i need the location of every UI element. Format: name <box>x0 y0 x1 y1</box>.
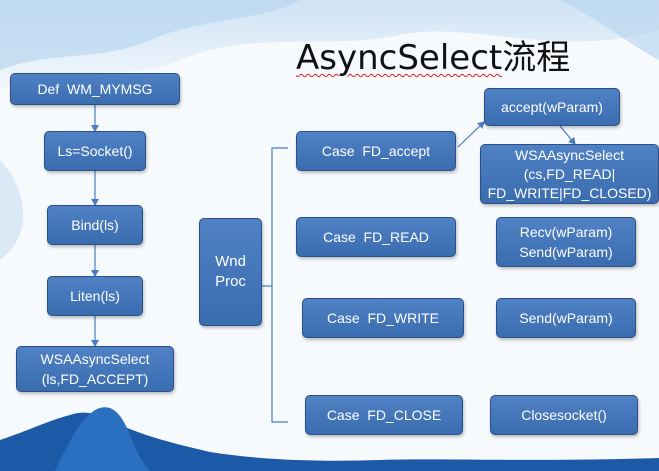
accept-call-box: accept(wParam) <box>484 88 620 126</box>
title-suffix: 流程 <box>502 38 571 78</box>
arrow-case-to-accept <box>457 121 485 148</box>
recv-send-box: Recv(wParam) Send(wParam) <box>496 217 636 267</box>
case-write-box: Case FD_WRITE <box>302 298 464 338</box>
title-prefix: AsyncSelect <box>296 38 503 78</box>
wsa-rw-box: WSAAsyncSelect (cs,FD_READ| FD_WRITE|FD_… <box>480 144 659 204</box>
def-msg-box: Def WM_MYMSG <box>10 73 180 105</box>
send-box: Send(wParam) <box>496 298 636 338</box>
case-close-box: Case FD_CLOSE <box>305 395 463 435</box>
wndproc-box: Wnd Proc <box>199 218 262 326</box>
socket-box: Ls=Socket() <box>44 131 146 171</box>
case-accept-box: Case FD_accept <box>296 131 456 171</box>
bind-box: Bind(ls) <box>47 205 143 245</box>
arrow-accept-to-wsa <box>559 125 576 145</box>
listen-box: Liten(ls) <box>47 276 143 316</box>
case-read-box: Case FD_READ <box>296 217 456 257</box>
case-brace <box>271 147 288 423</box>
closesocket-box: Closesocket() <box>490 395 638 435</box>
wsa-accept-box: WSAAsyncSelect (ls,FD_ACCEPT) <box>16 346 174 392</box>
page-title: AsyncSelect流程 <box>296 30 570 79</box>
